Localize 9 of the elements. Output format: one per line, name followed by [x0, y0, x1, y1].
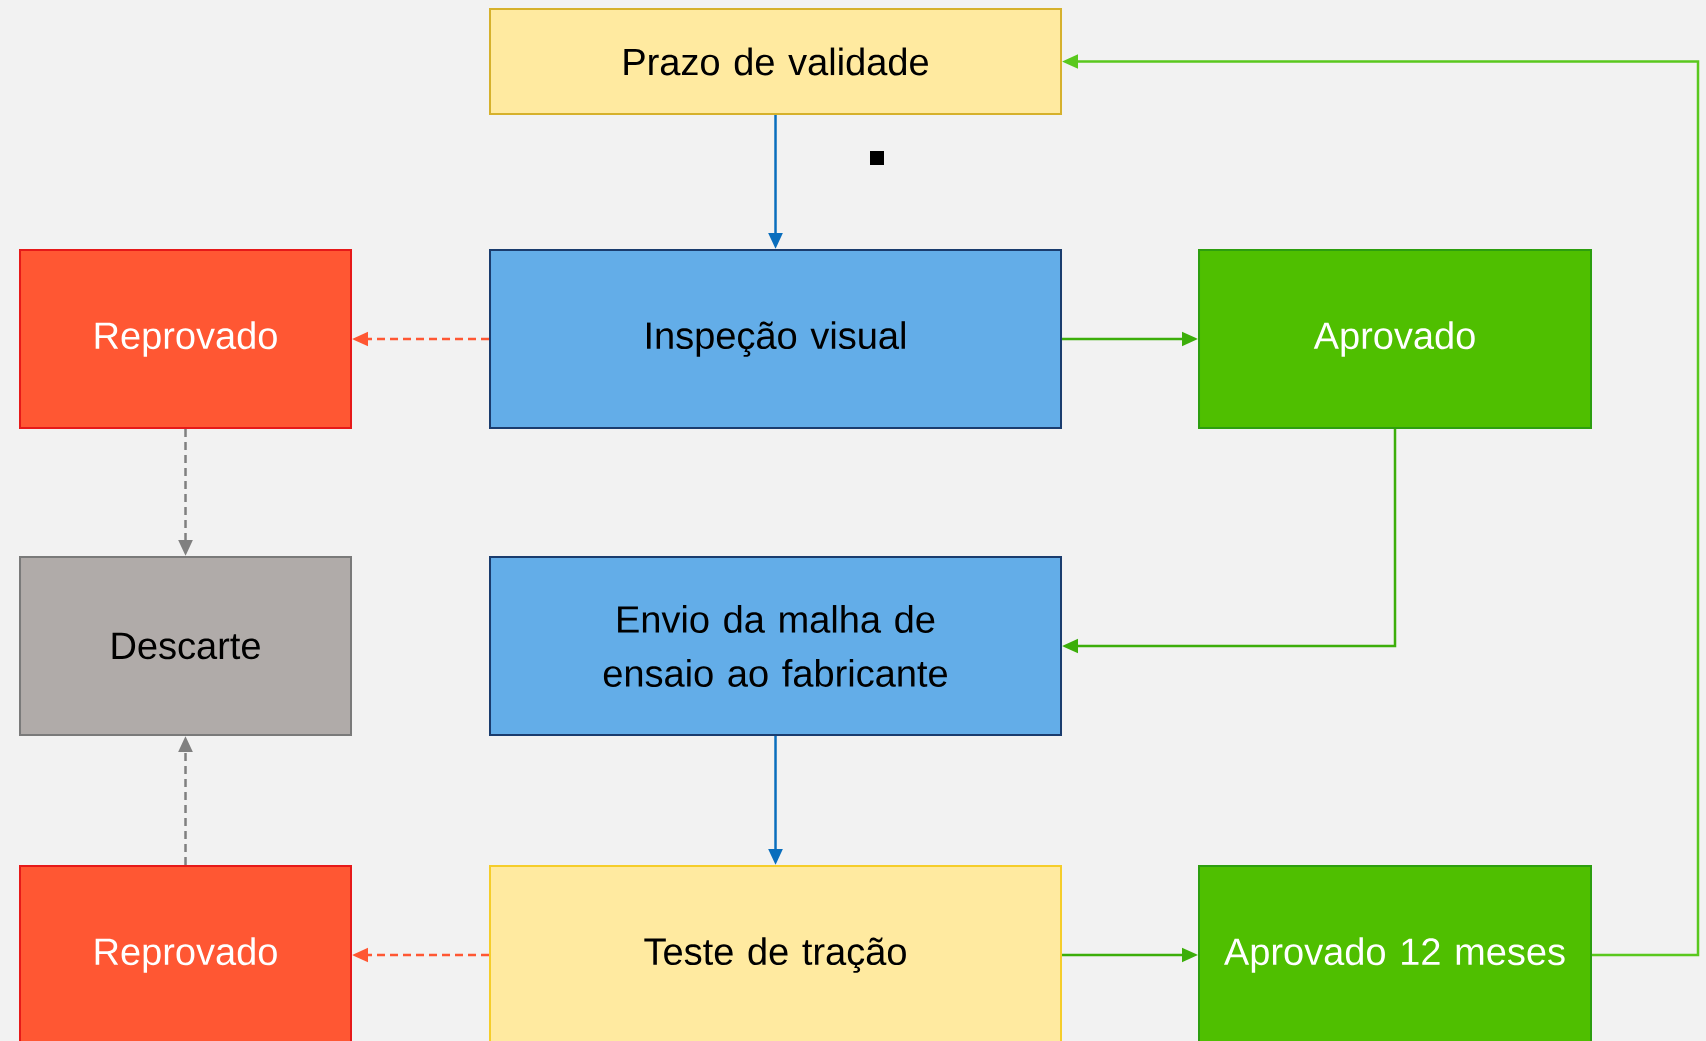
process-box: Teste de tração — [489, 865, 1062, 1041]
result-box: Reprovado — [19, 865, 352, 1041]
result-box: Aprovado — [1198, 249, 1592, 429]
result-box: Descarte — [19, 556, 352, 736]
process-box: Envio da malha de ensaio ao fabricante — [489, 556, 1062, 736]
result-box: Reprovado — [19, 249, 352, 429]
process-box: Inspeção visual — [489, 249, 1062, 429]
result-box: Aprovado 12 meses — [1198, 865, 1592, 1041]
process-box: Prazo de validade — [489, 8, 1062, 115]
